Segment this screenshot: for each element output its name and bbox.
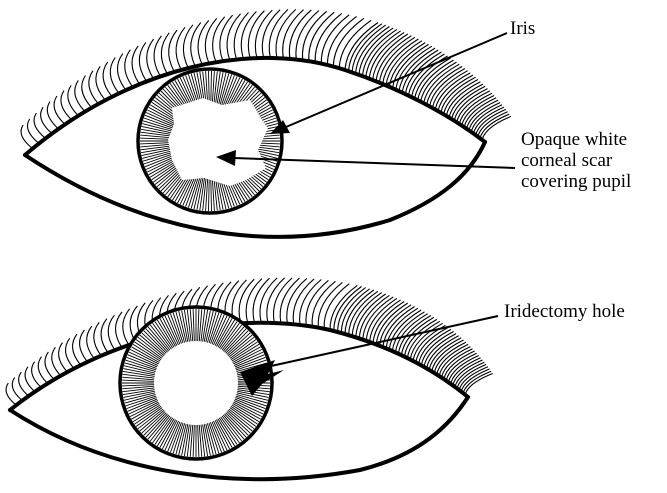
eyelash (6, 383, 16, 405)
eyelash (110, 58, 118, 93)
eyelash (227, 14, 241, 60)
eyelash (116, 312, 122, 347)
eyelash (41, 107, 51, 133)
eyelash (161, 33, 169, 74)
scar-label-line-2: corneal scar (521, 150, 631, 171)
eyelash (68, 85, 78, 114)
eyelash (32, 362, 41, 387)
eyelash (103, 62, 111, 96)
eyelash (27, 119, 38, 143)
eyelash (147, 39, 154, 78)
eyelash (80, 330, 87, 361)
eyelash (101, 319, 108, 353)
eyelash (154, 36, 161, 76)
eyelash (108, 315, 114, 349)
eyelash (73, 334, 81, 364)
eyelash (139, 42, 146, 80)
pupil-bottom (154, 341, 238, 425)
eyelash (12, 378, 22, 401)
eyelash (61, 91, 71, 119)
eyelash (66, 338, 74, 368)
iris-label: Iris (510, 18, 535, 39)
eyelash (38, 357, 47, 383)
eyelash (25, 367, 34, 392)
eyelash (47, 102, 57, 129)
eyelash (132, 46, 139, 83)
iridectomy-hole-label: Iridectomy hole (504, 301, 625, 322)
eyelash (191, 23, 201, 66)
eyelash (220, 15, 233, 61)
eyelash (125, 50, 132, 86)
eyelash (19, 372, 29, 396)
eyelash (75, 80, 84, 110)
eyelash (123, 309, 130, 345)
eyelash (183, 25, 192, 68)
eye-bottom (6, 278, 493, 479)
scar-label-line-1: Opaque white (521, 129, 631, 150)
corneal-scar-label: Opaque white corneal scar covering pupil (521, 129, 631, 192)
eyelash (54, 96, 64, 124)
eyelash (205, 18, 216, 63)
eyelash (21, 125, 32, 148)
eyelash (34, 113, 45, 138)
eye-top (21, 9, 511, 236)
eyelash (87, 326, 94, 358)
corneal-scar (168, 98, 268, 186)
eyelash (94, 322, 101, 355)
eyelash (213, 17, 225, 62)
eyelash (117, 54, 125, 90)
scar-label-line-3: covering pupil (521, 171, 631, 192)
